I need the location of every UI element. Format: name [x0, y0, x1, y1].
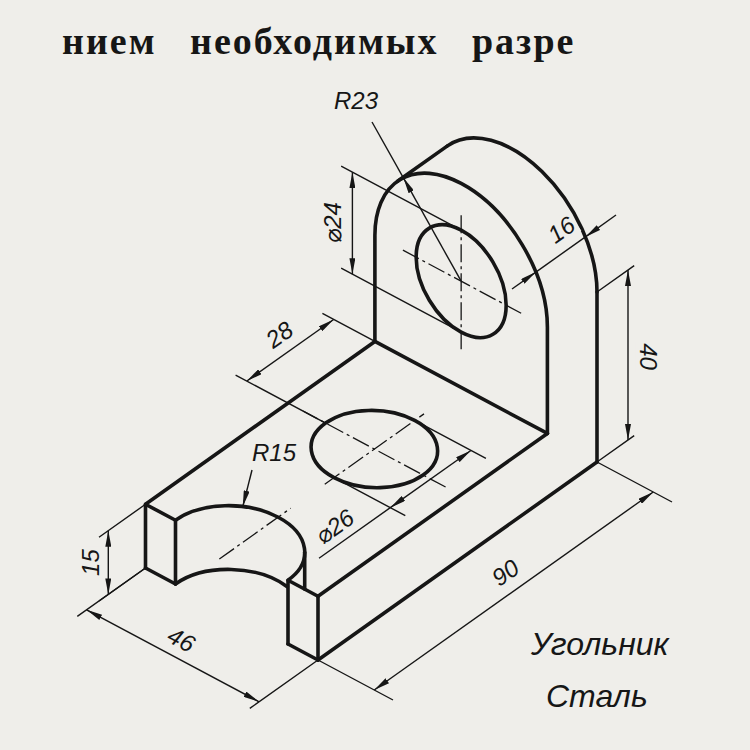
outline-edge — [375, 137, 548, 433]
dimension-line — [352, 172, 353, 274]
outline-edge — [595, 292, 599, 462]
extension-line — [99, 504, 146, 601]
notch-arc — [176, 551, 288, 619]
center-line — [219, 508, 290, 559]
notch-bottom — [176, 551, 288, 619]
height-dimension: 15 — [77, 547, 102, 578]
diameter-dimension: ⌀24 — [319, 200, 344, 245]
plate-face — [375, 137, 548, 433]
extension-line — [77, 568, 318, 708]
extension-line — [597, 266, 634, 462]
dimension-line — [627, 270, 628, 440]
outline-edge — [398, 146, 448, 181]
height-dimension: 40 — [635, 341, 660, 372]
dimension-line — [390, 450, 471, 507]
radius-leader — [243, 470, 252, 507]
length-dimension: 90 — [485, 553, 525, 591]
dimension-line — [87, 610, 260, 702]
distance-dimension: 28 — [259, 316, 299, 354]
hole-outline — [285, 394, 463, 503]
base-top-face — [146, 341, 548, 596]
radius-leader — [403, 178, 461, 281]
width-dimension: 46 — [162, 621, 201, 658]
thickness-dimension: 16 — [541, 210, 581, 248]
outline-edge — [316, 596, 320, 660]
part-name: Угольник — [529, 628, 671, 662]
outline-edge — [447, 114, 597, 292]
extension-line — [341, 166, 461, 332]
radius-dimension: R15 — [250, 440, 298, 465]
diameter-dimension: ⌀26 — [308, 504, 359, 551]
extension-line — [236, 313, 375, 423]
dimension-line — [512, 272, 536, 289]
dimension-line — [585, 215, 616, 237]
radius-leader — [372, 122, 403, 178]
radius-dimension: R23 — [332, 88, 380, 113]
extension-line — [334, 420, 486, 515]
outline-edge — [146, 341, 548, 596]
plate-back — [447, 114, 597, 292]
center-line — [401, 213, 521, 349]
dimension-line — [108, 531, 109, 595]
page-text: нием необходимых разре — [62, 22, 575, 62]
material-name: Сталь — [544, 680, 650, 714]
